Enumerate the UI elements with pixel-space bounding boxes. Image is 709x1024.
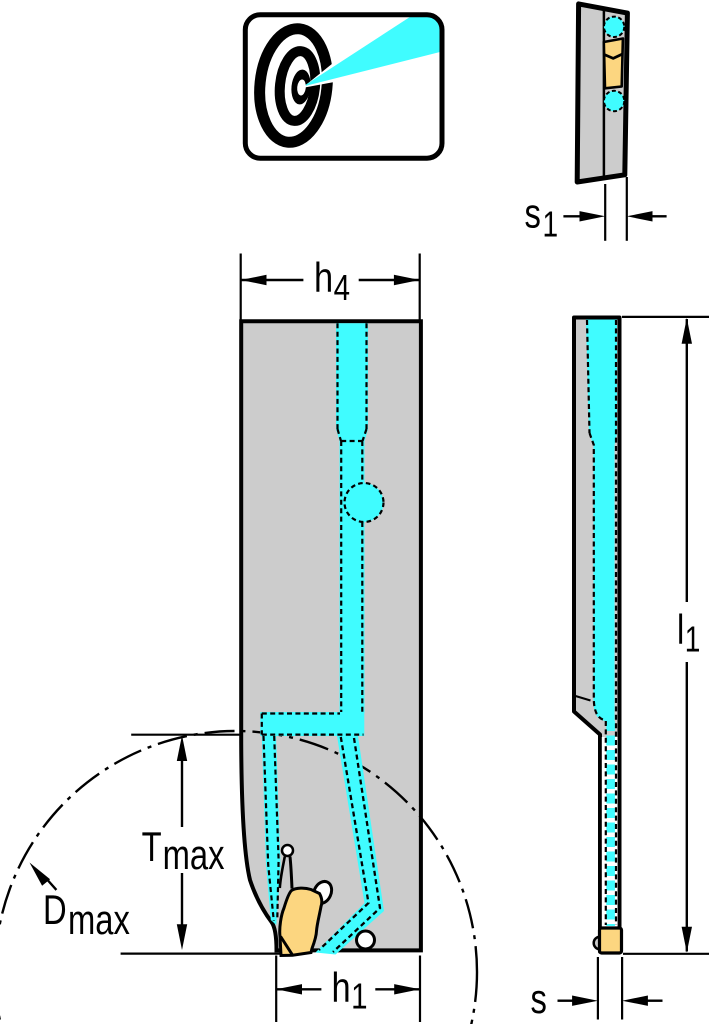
svg-text:1: 1 [685,619,701,659]
svg-text:h: h [314,255,333,302]
svg-text:max: max [163,831,225,878]
svg-text:s: s [531,975,547,1022]
svg-text:4: 4 [334,267,350,307]
svg-text:1: 1 [351,976,367,1016]
svg-text:1: 1 [542,204,558,244]
svg-text:D: D [43,886,67,933]
svg-text:max: max [68,896,130,943]
svg-text:l: l [677,606,684,653]
svg-text:h: h [332,965,351,1012]
svg-text:s: s [525,190,541,237]
svg-text:T: T [142,823,162,870]
